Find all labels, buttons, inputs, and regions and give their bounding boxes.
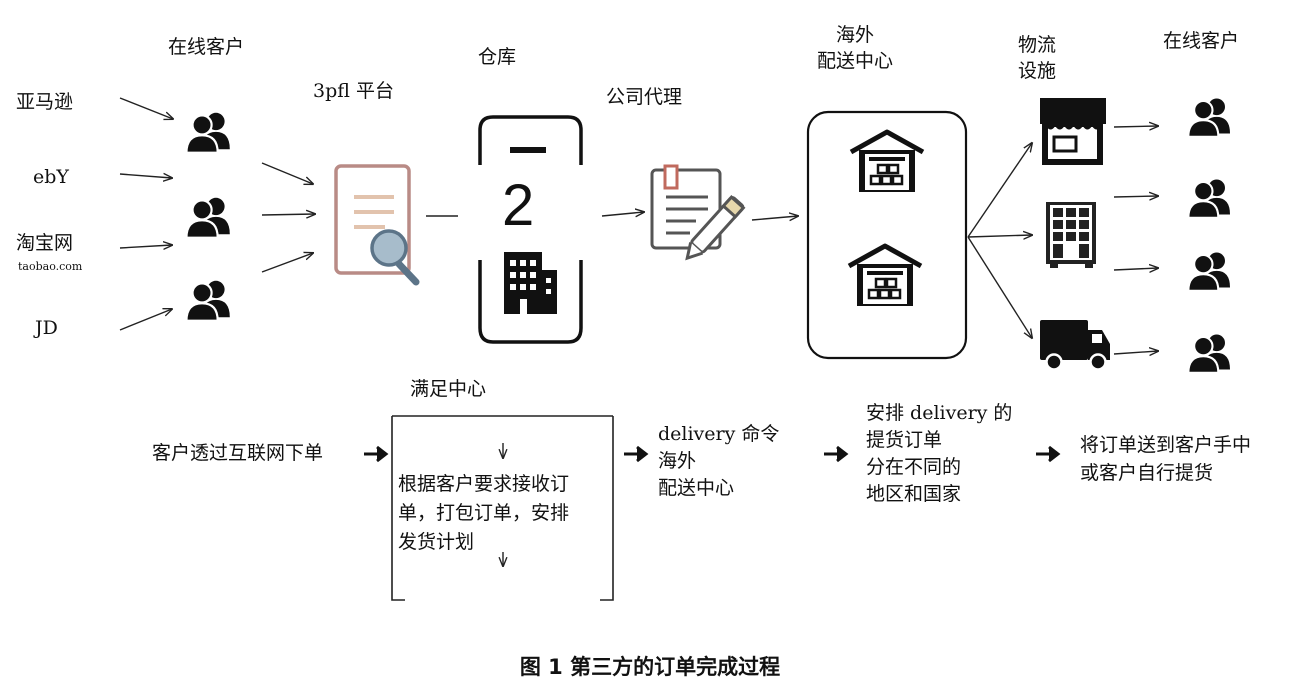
logistics-label: 物流 设施 <box>1018 34 1057 82</box>
arrow <box>601 212 644 216</box>
building-icon <box>504 252 557 314</box>
locker-icon <box>1046 202 1096 268</box>
bold-arrows <box>364 445 1061 463</box>
overseas-center-box <box>806 110 968 360</box>
source-jd-label: JD <box>35 317 58 339</box>
fulfillment-frame <box>391 415 614 601</box>
source-arrows <box>119 97 315 331</box>
step-arrange-label: 安排 delivery 的 提货订单 分在不同的 地区和国家 <box>866 402 1013 505</box>
arrow <box>751 216 798 220</box>
customers-icon <box>1187 333 1232 374</box>
fulfillment-center-title: 满足中心 <box>410 378 487 400</box>
overseas-center-label: 海外 配送中心 <box>817 24 894 72</box>
customers-icon <box>1187 251 1232 292</box>
customers-icon <box>185 196 231 239</box>
customers-icon <box>1187 178 1232 219</box>
source-ebay-label: ebY <box>33 166 69 188</box>
source-taobao-sub-label: taobao.com <box>18 260 83 273</box>
step-order-label: 客户透过互联网下单 <box>152 442 324 464</box>
customers-icon <box>185 279 231 322</box>
online-customers-right-label: 在线客户 <box>1163 30 1240 52</box>
agent-clipboard-pen-icon <box>650 164 746 261</box>
customers-icon <box>185 111 231 154</box>
step-final-label: 将订单送到客户手中 或客户自行提货 <box>1080 434 1252 484</box>
platform-label: 3pfl 平台 <box>313 80 394 102</box>
delivery-truck-icon <box>1040 320 1110 371</box>
fulfillment-body: 根据客户要求接收订 单，打包订单，安排 发货计划 <box>398 473 570 553</box>
fanout-arrows <box>967 143 1032 338</box>
online-customers-left-label: 在线客户 <box>168 36 245 58</box>
platform-document-icon <box>334 164 420 286</box>
warehouse-box <box>478 115 583 344</box>
source-taobao-label: 淘宝网 <box>16 232 74 254</box>
source-amazon-label: 亚马逊 <box>16 91 74 113</box>
agent-label: 公司代理 <box>606 86 683 108</box>
warehouse-label: 仓库 <box>478 46 517 68</box>
customers-icon <box>1187 97 1232 138</box>
warehouse-number: 2 <box>502 173 534 238</box>
step-delivery-label: delivery 命令 海外 配送中心 <box>658 423 780 499</box>
customer-arrows <box>1113 126 1158 354</box>
figure-caption: 图 1 第三方的订单完成过程 <box>519 655 781 679</box>
store-icon <box>1040 98 1106 165</box>
